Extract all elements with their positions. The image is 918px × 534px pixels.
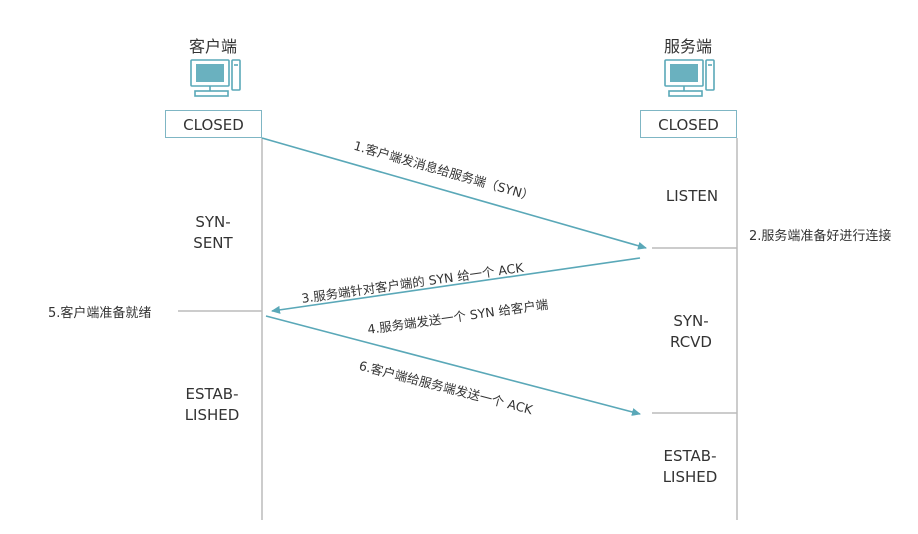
ack-arrow (265, 315, 641, 416)
client-ready-note: 5.客户端准备就绪 (48, 306, 152, 321)
server-established-state: ESTAB- LISHED (650, 446, 730, 488)
server-computer-icon (664, 59, 715, 97)
syn-ack-arrow (271, 257, 641, 314)
server-syn-rcvd-state: SYN- RCVD (656, 311, 726, 353)
client-computer-icon (190, 59, 241, 97)
state-line: SENT (193, 234, 233, 252)
state-line: ESTAB- (663, 447, 717, 465)
state-line: SYN- (673, 312, 709, 330)
client-established-state: ESTAB- LISHED (172, 384, 252, 426)
syn-arrow (261, 137, 647, 250)
client-syn-sent-state: SYN- SENT (178, 212, 248, 254)
server-listen-state: LISTEN (665, 187, 719, 205)
state-line: LISHED (184, 406, 240, 424)
state-line: ESTAB- (185, 385, 239, 403)
state-line: RCVD (670, 333, 712, 351)
client-closed-state: CLOSED (165, 110, 262, 138)
state-line: SYN- (195, 213, 231, 231)
server-closed-state: CLOSED (640, 110, 737, 138)
server-label: 服务端 (663, 37, 712, 56)
server-ready-note: 2.服务端准备好进行连接 (749, 229, 892, 244)
client-label: 客户端 (188, 37, 237, 56)
state-line: LISHED (662, 468, 718, 486)
